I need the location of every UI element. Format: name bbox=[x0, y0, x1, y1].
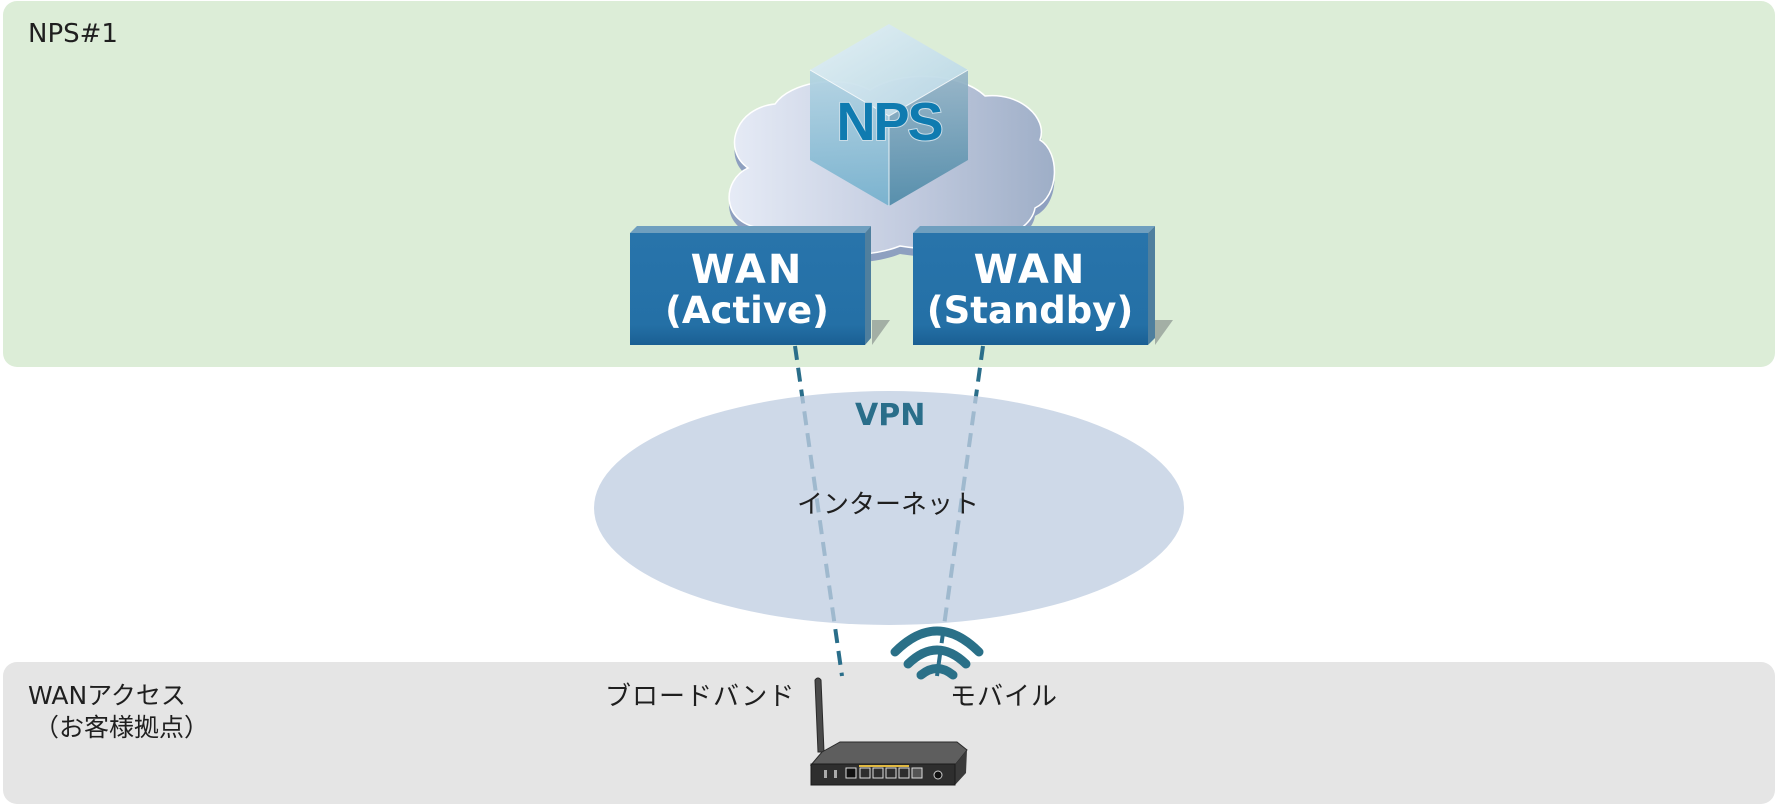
router-icon bbox=[809, 677, 968, 786]
wan-active-line2: (Active) bbox=[665, 289, 829, 332]
nps-region-title: NPS#1 bbox=[28, 19, 118, 49]
wan-active-line1: WAN bbox=[691, 247, 804, 293]
cube-label: NPS bbox=[836, 92, 941, 152]
vpn-label: VPN bbox=[855, 398, 926, 433]
wan-access-title: WANアクセス bbox=[28, 681, 186, 710]
wan-active-box: WAN (Active) bbox=[630, 226, 890, 345]
wan-standby-line1: WAN bbox=[974, 247, 1087, 293]
internet-label: インターネット bbox=[797, 490, 980, 520]
wan-access-subtitle: （お客様拠点） bbox=[34, 713, 210, 742]
cube-icon: NPS bbox=[809, 24, 969, 206]
wan-standby-box: WAN (Standby) bbox=[913, 226, 1173, 345]
internet-vpn-ellipse bbox=[594, 391, 1184, 625]
mobile-label: モバイル bbox=[950, 682, 1059, 712]
broadband-label: ブロードバンド bbox=[605, 682, 796, 712]
wan-standby-line2: (Standby) bbox=[927, 289, 1134, 332]
wifi-signal-icon bbox=[890, 626, 984, 680]
